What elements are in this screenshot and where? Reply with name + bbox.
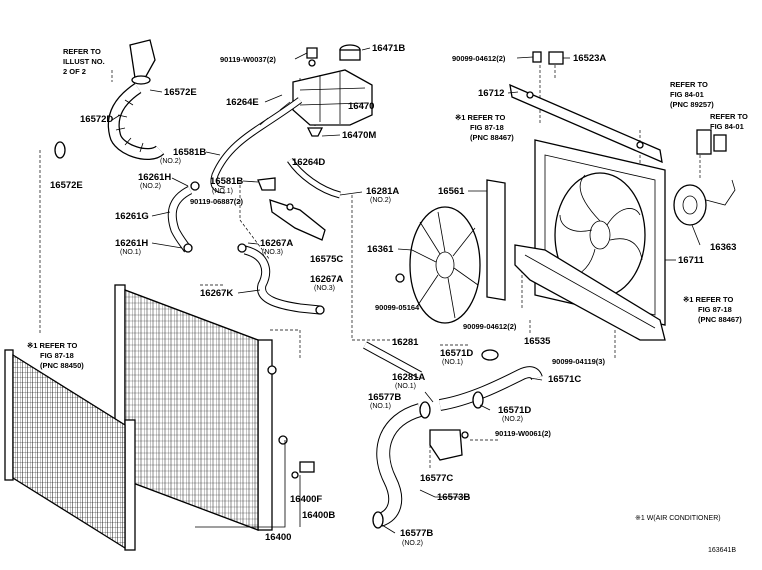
label-star-refer-f3: (PNC 88450) bbox=[40, 361, 84, 370]
label-16712: 16712 bbox=[478, 88, 504, 99]
lower-hoses bbox=[363, 341, 543, 529]
label-star-refer-e2: FIG 87-18 bbox=[698, 305, 732, 314]
label-16400f: 16400F bbox=[290, 494, 322, 505]
label-2-of-2: 2 OF 2 bbox=[63, 67, 86, 76]
overflow-hose bbox=[210, 97, 341, 199]
label-star-refer-d1: ※1 REFER TO bbox=[455, 113, 505, 122]
label-90119-06887: 90119-06887(2) bbox=[190, 197, 243, 206]
label-16572e-bottom: 16572E bbox=[50, 180, 83, 191]
label-star-refer-d3: (PNC 88467) bbox=[470, 133, 514, 142]
label-no1-a: (NO.1) bbox=[212, 188, 233, 195]
label-16261h-a: 16261H bbox=[138, 172, 171, 183]
label-16581b-b: 16581B bbox=[210, 176, 243, 187]
label-16561: 16561 bbox=[438, 186, 465, 197]
label-refer-c2: FIG 84-01 bbox=[710, 122, 744, 131]
label-refer-b2: FIG 84-01 bbox=[670, 90, 704, 99]
label-90099-04119: 90099-04119(3) bbox=[552, 357, 605, 366]
label-16400b: 16400B bbox=[302, 510, 335, 521]
label-90119-w0037: 90119-W0037(2) bbox=[220, 55, 276, 64]
label-no1-b: (NO.1) bbox=[120, 249, 141, 256]
label-16577b-b: 16577B bbox=[400, 528, 433, 539]
label-star-refer-f1: ※1 REFER TO bbox=[27, 341, 77, 350]
label-16281: 16281 bbox=[392, 337, 419, 348]
label-no1-d: (NO.1) bbox=[395, 383, 416, 390]
reservoir-tank bbox=[292, 44, 373, 137]
label-90099-04612-bottom: 90099-04612(2) bbox=[463, 322, 517, 331]
label-16571d-a: 16571D bbox=[440, 348, 473, 359]
label-no2-e: (NO.2) bbox=[402, 540, 423, 547]
label-16261g: 16261G bbox=[115, 211, 149, 222]
label-refer-c1: REFER TO bbox=[710, 112, 748, 121]
label-16523a: 16523A bbox=[573, 53, 606, 64]
label-figure-number: 163641B bbox=[708, 547, 736, 554]
label-16470: 16470 bbox=[348, 101, 374, 112]
label-16363: 16363 bbox=[710, 242, 736, 253]
label-air-conditioner-note: ※1 W(AIR CONDITIONER) bbox=[635, 515, 721, 522]
label-16577b-a: 16577B bbox=[368, 392, 401, 403]
label-16361: 16361 bbox=[367, 244, 394, 255]
label-16572d: 16572D bbox=[80, 114, 113, 125]
label-16581b-a: 16581B bbox=[173, 147, 206, 158]
label-refer-to-a: REFER TO bbox=[63, 47, 101, 56]
fan-blade bbox=[395, 206, 481, 324]
label-illust-no: ILLUST NO. bbox=[63, 57, 105, 66]
label-star-refer-f2: FIG 87-18 bbox=[40, 351, 74, 360]
heater-hose bbox=[237, 243, 325, 315]
label-16711: 16711 bbox=[678, 255, 705, 266]
label-90119-w0061: 90119-W0061(2) bbox=[495, 429, 551, 438]
label-star-refer-e3: (PNC 88467) bbox=[698, 315, 742, 324]
label-16400: 16400 bbox=[265, 532, 291, 543]
label-16471b: 16471B bbox=[372, 43, 405, 54]
label-no1-c: (NO.1) bbox=[442, 359, 463, 366]
upper-radiator-hose bbox=[54, 39, 165, 160]
hose-bracket bbox=[257, 177, 326, 241]
label-no2-b: (NO.2) bbox=[140, 183, 161, 190]
label-16571c: 16571C bbox=[548, 374, 581, 385]
label-no2-c: (NO.2) bbox=[370, 197, 391, 204]
label-16573b: 16573B bbox=[437, 492, 470, 503]
label-star-refer-e1: ※1 REFER TO bbox=[683, 295, 733, 304]
label-16575c: 16575C bbox=[310, 254, 343, 265]
label-refer-b3: (PNC 89257) bbox=[670, 100, 714, 109]
label-refer-b1: REFER TO bbox=[670, 80, 708, 89]
label-16577c: 16577C bbox=[420, 473, 453, 484]
fan-shroud bbox=[514, 139, 666, 341]
label-16267a-a: 16267A bbox=[260, 238, 293, 249]
label-no3: (NO.3) bbox=[262, 249, 283, 256]
top-support-bracket bbox=[509, 51, 663, 164]
label-16261h-b: 16261H bbox=[115, 238, 148, 249]
label-16572e-top: 16572E bbox=[164, 87, 197, 98]
label-16281a-bottom: 16281A bbox=[392, 372, 425, 383]
radiator bbox=[114, 284, 315, 531]
label-16281a-top: 16281A bbox=[366, 186, 399, 197]
label-16264e: 16264E bbox=[226, 97, 259, 108]
label-no2-d: (NO.2) bbox=[502, 416, 523, 423]
label-no2-a: (NO.2) bbox=[160, 158, 181, 165]
label-leaders bbox=[111, 47, 701, 534]
label-16267k: 16267K bbox=[200, 288, 233, 299]
label-16470m: 16470M bbox=[342, 130, 376, 141]
label-star-refer-d2: FIG 87-18 bbox=[470, 123, 504, 132]
label-16267a-b: 16267A bbox=[310, 274, 343, 285]
bypass-hose bbox=[167, 181, 200, 253]
label-16264d: 16264D bbox=[292, 157, 325, 168]
part-labels: 16471B 90119-W0037(2) REFER TO ILLUST NO… bbox=[27, 43, 748, 554]
baffle-plate bbox=[486, 179, 506, 301]
label-16571d-b: 16571D bbox=[498, 405, 531, 416]
label-16535: 16535 bbox=[524, 336, 551, 347]
label-no3-b: (NO.3) bbox=[314, 285, 335, 292]
label-no1-e: (NO.1) bbox=[370, 403, 391, 410]
label-90099-04612-top: 90099-04612(2) bbox=[452, 54, 506, 63]
label-90099-05164: 90099-05164 bbox=[375, 303, 420, 312]
condenser bbox=[4, 349, 136, 551]
fan-motor bbox=[673, 129, 736, 226]
